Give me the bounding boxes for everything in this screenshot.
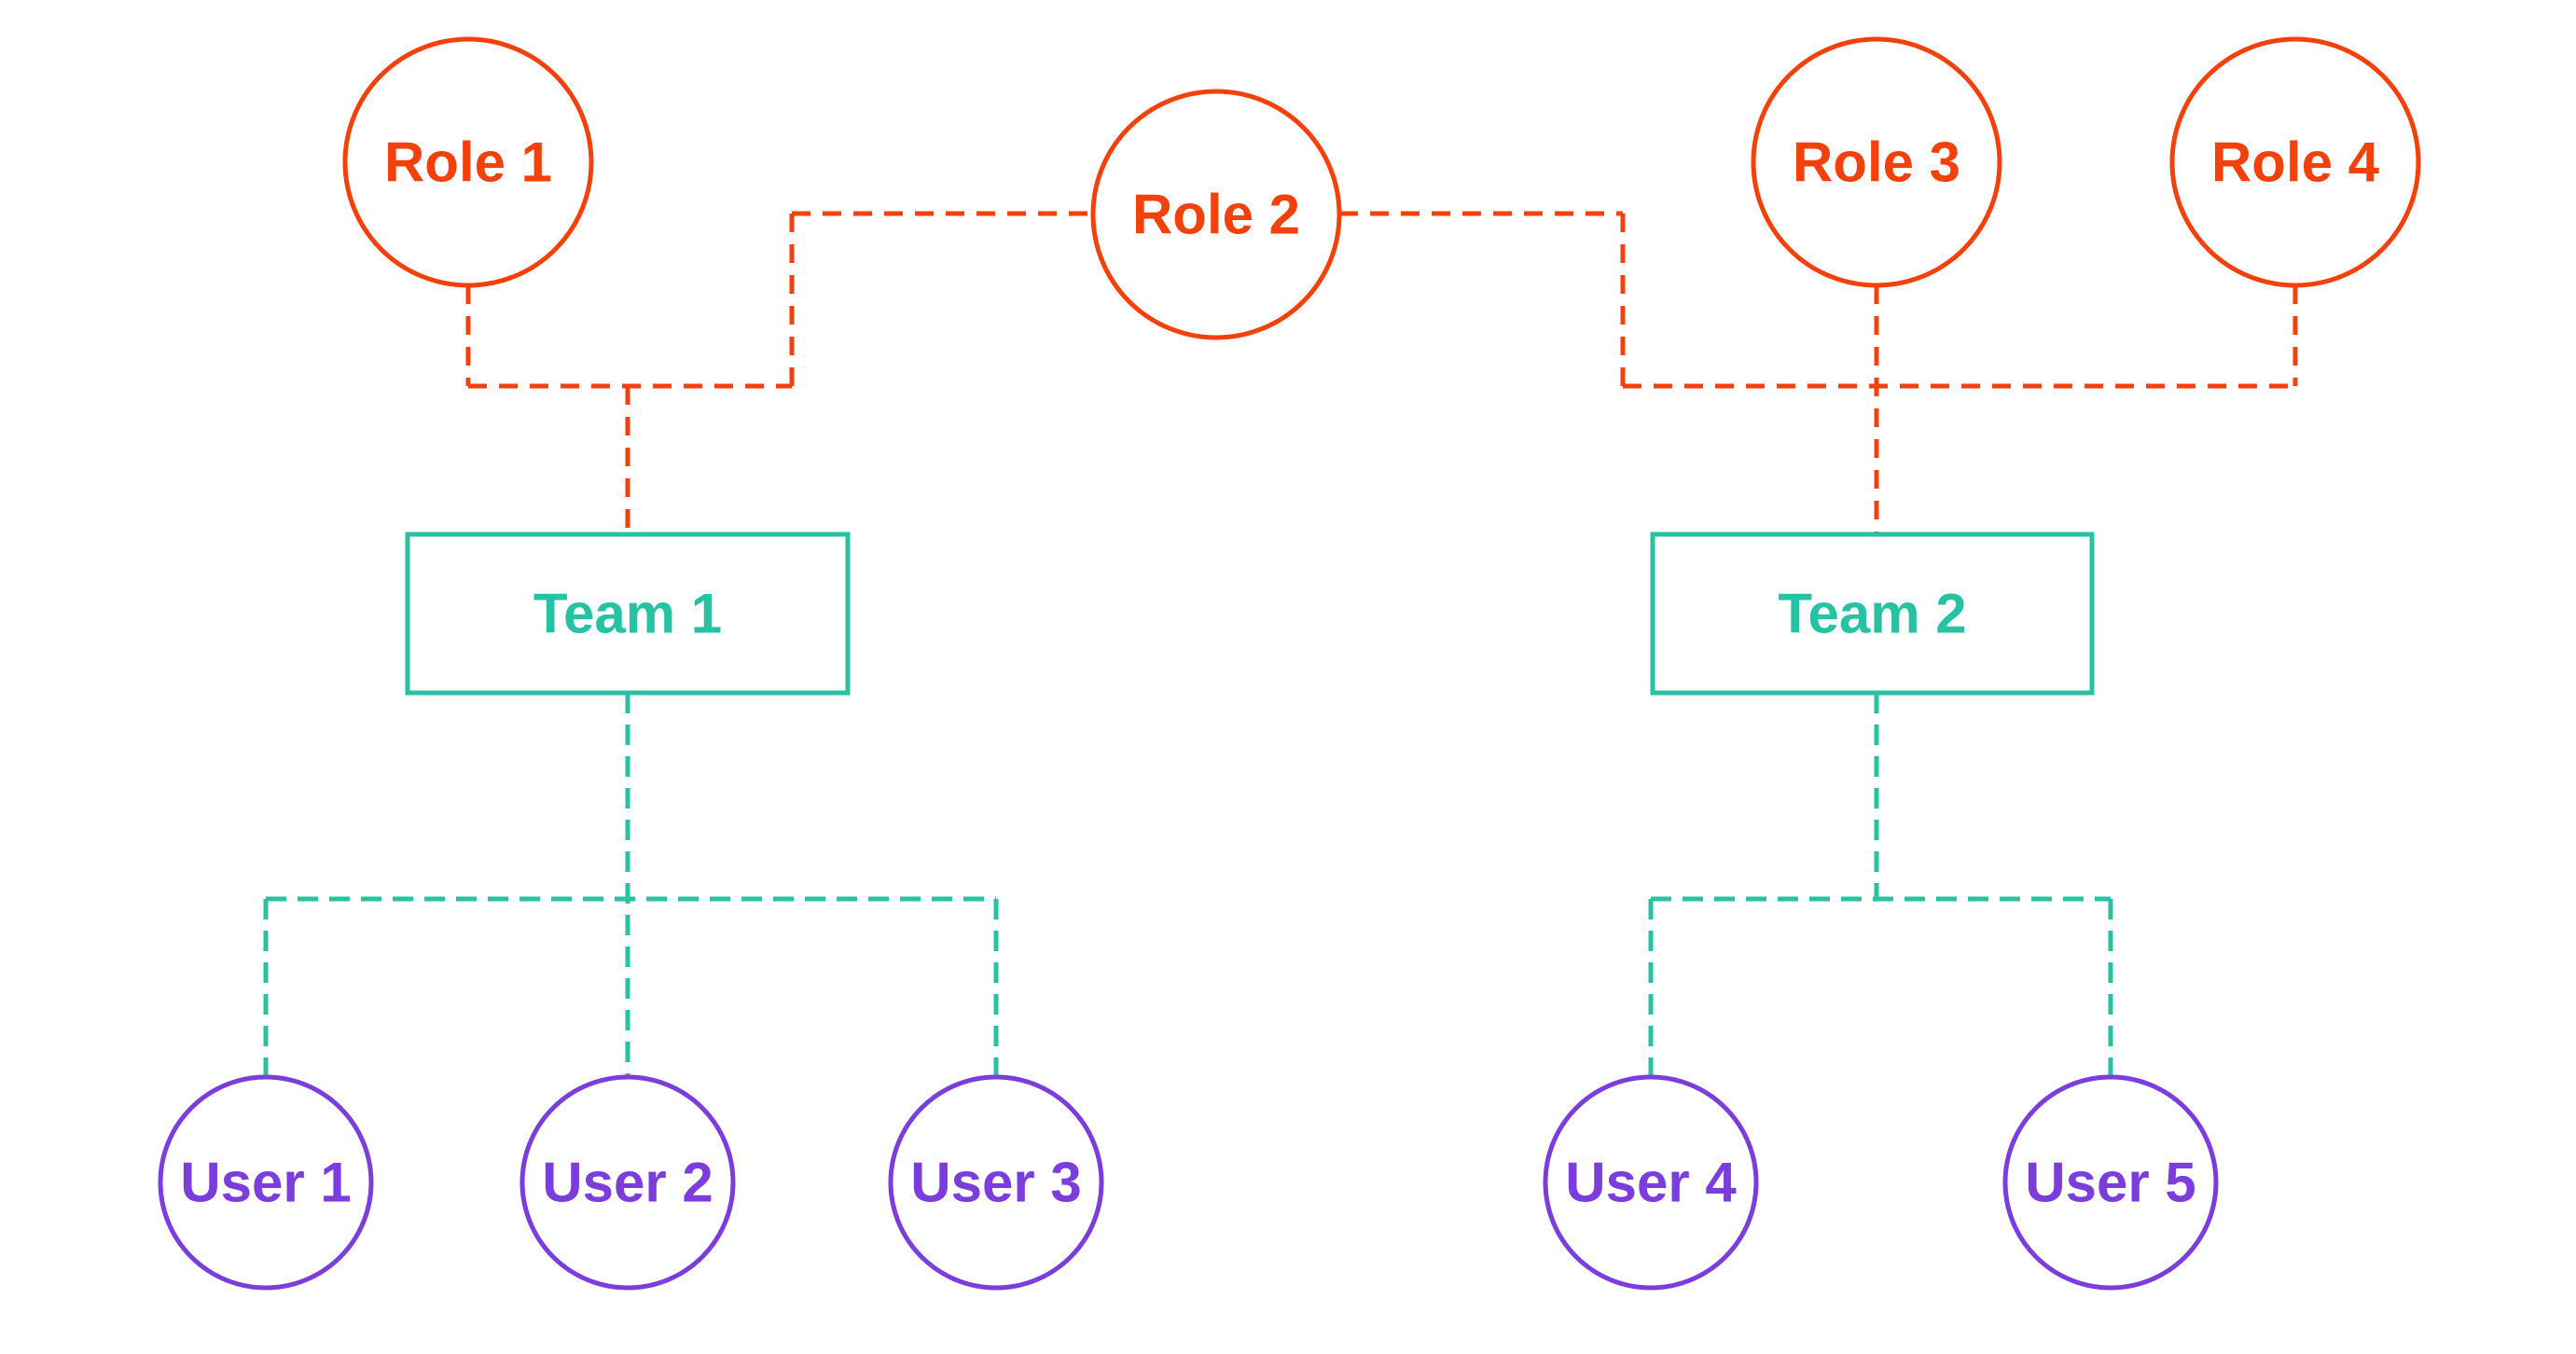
team-node-team-2: Team 2 (1650, 532, 2095, 696)
role-node-role-2: Role 2 (1090, 89, 1342, 340)
user-node-user-5: User 5 (2002, 1074, 2219, 1291)
user-node-user-1: User 1 (158, 1074, 374, 1291)
user-circle (2002, 1074, 2219, 1291)
user-node-user-4: User 4 (1543, 1074, 1759, 1291)
user-label: User 4 (1565, 1152, 1737, 1214)
user-circle (158, 1074, 374, 1291)
role-circle (2169, 36, 2421, 288)
user-node-user-3: User 3 (888, 1074, 1104, 1291)
team-node-team-1: Team 1 (405, 532, 851, 696)
user-label: User 1 (180, 1152, 351, 1214)
team-rect (1650, 532, 2095, 696)
user-node-user-2: User 2 (519, 1074, 736, 1291)
user-label: User 5 (2025, 1152, 2195, 1214)
user-label: User 3 (910, 1152, 1081, 1214)
user-circle (1543, 1074, 1759, 1291)
role-circle (1090, 89, 1342, 340)
role-node-role-3: Role 3 (1751, 36, 2002, 288)
role-circle (342, 36, 594, 288)
user-circle (888, 1074, 1104, 1291)
edges-layer (263, 211, 2298, 1077)
role-label: Role 2 (1132, 184, 1300, 246)
role-label: Role 3 (1793, 131, 1960, 194)
role-label: Role 1 (384, 131, 552, 194)
role-circle (1751, 36, 2002, 288)
team-label: Team 1 (533, 583, 722, 645)
nodes-layer: Role 1 Role 2 Role 3 Role 4 Team 1 Team 2 User… (158, 36, 2421, 1291)
user-label: User 2 (542, 1152, 713, 1214)
team-label: Team 2 (1778, 583, 1966, 645)
role-node-role-4: Role 4 (2169, 36, 2421, 288)
team-rect (405, 532, 851, 696)
role-node-role-1: Role 1 (342, 36, 594, 288)
user-circle (519, 1074, 736, 1291)
role-label: Role 4 (2211, 131, 2380, 194)
